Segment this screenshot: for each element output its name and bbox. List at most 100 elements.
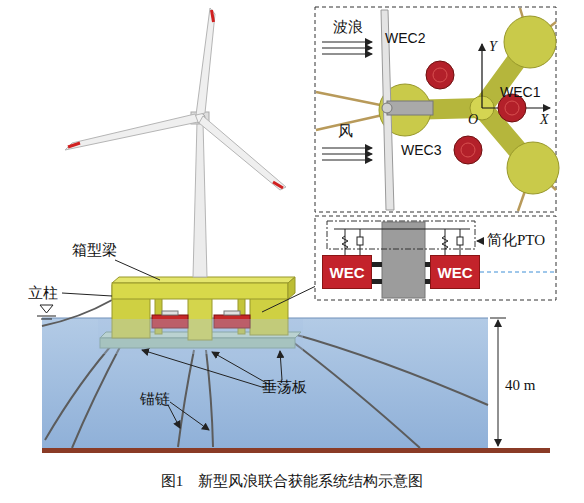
mooring-chain [206,350,213,447]
tower [191,112,209,277]
pto-spring [442,236,448,249]
inset-frame [315,216,556,300]
box-beam [112,277,295,299]
pto-frame [327,221,475,249]
wec-circle-ring [505,101,519,115]
inset-platform [504,16,556,68]
leader-line [142,350,265,388]
pto-pointer [477,241,484,242]
mooring-chain [290,333,488,405]
tower [193,122,207,277]
guide-connector [372,262,382,267]
wec-circle-outline [425,60,455,90]
wind-arrow [322,148,372,149]
axis [481,44,482,108]
part-name: 简化PTO [487,233,545,248]
depth-dimension [490,318,506,446]
sea [42,318,488,449]
wec-circle: WEC1 [497,93,527,123]
blade [65,8,286,190]
wave-arrow [322,42,372,43]
inset-waterline [480,272,555,273]
inset-platform [507,142,559,194]
leader-line [62,293,112,296]
part-name: 锚链 [140,392,170,407]
pto-pointer [477,241,484,242]
blade-tip [273,182,283,188]
wind-arrow [322,154,372,155]
blade-tip [68,10,283,188]
wec-circle-shape [426,61,454,89]
inset-turbine [382,103,392,113]
mooring-chain [178,350,194,447]
leader-line [212,352,270,385]
waterline-symbol [40,305,53,313]
mooring-chain [72,343,122,448]
leader-line [170,402,209,430]
depth-dimension [498,320,499,446]
leader-line [280,351,282,380]
pto-spring [334,229,470,255]
wave-arrow [322,42,372,54]
inset-frame [315,216,556,300]
pto-spring [357,237,363,245]
mooring-chain [42,300,488,448]
figure-caption: 图1 新型风浪联合获能系统结构示意图 [0,472,584,491]
inset-waterline [480,272,555,273]
leader-line [262,285,318,312]
wec-body [224,311,240,315]
depth-dimension [490,318,506,319]
wec-circle: WEC3 [453,135,483,165]
seabed [42,448,550,453]
wec-circle-shape [454,136,482,164]
blade [199,116,286,190]
wec-box: WEC [430,255,480,289]
box-beam [288,277,295,299]
wec-body [162,311,178,315]
guide-connector [372,262,430,284]
blade [196,8,215,115]
axis-label: O [468,113,478,127]
waterline-symbol [37,316,56,317]
wave-arrow [322,48,372,49]
wec-circle-ring [433,68,447,82]
inset-turbine [381,10,433,210]
waterline-symbol [41,319,52,320]
blade-tip [68,143,80,147]
guide-connector [372,279,382,284]
waterline-symbol [37,305,56,319]
box-beam [112,283,288,299]
wec-circle: WEC2 [425,60,455,90]
seabed [42,448,550,453]
part-name: 立柱 [28,286,58,301]
wec-label: WEC [438,265,473,280]
pto-spring [457,237,463,245]
pto-spring [342,236,348,249]
axis-label: X [540,113,549,127]
inset-turbine [387,101,433,115]
part-name: 箱型梁 [72,243,117,258]
blade [65,114,198,150]
part-name: 垂荡板 [262,380,307,395]
wind-label: 风 [338,124,353,139]
center-column [382,222,425,298]
wec-label: WEC2 [385,31,425,45]
wind-arrow [322,148,372,160]
inset-platform [379,16,559,194]
dimension: 40 m [505,378,535,393]
leader-line [115,260,160,280]
wave-label: 波浪 [333,20,363,35]
leader-line [62,260,318,430]
axis-label: Y [489,40,497,54]
wind-arrow [322,160,372,161]
water-tint [98,319,303,354]
pto-spring [334,229,470,230]
wave-arrow [322,54,372,55]
pto-frame [327,221,475,249]
wec-circle-outline [453,135,483,165]
wec-circle-ring [461,143,475,157]
blade-tip [212,10,214,22]
wec-label: WEC [330,265,365,280]
wec-box: WEC [322,255,372,289]
